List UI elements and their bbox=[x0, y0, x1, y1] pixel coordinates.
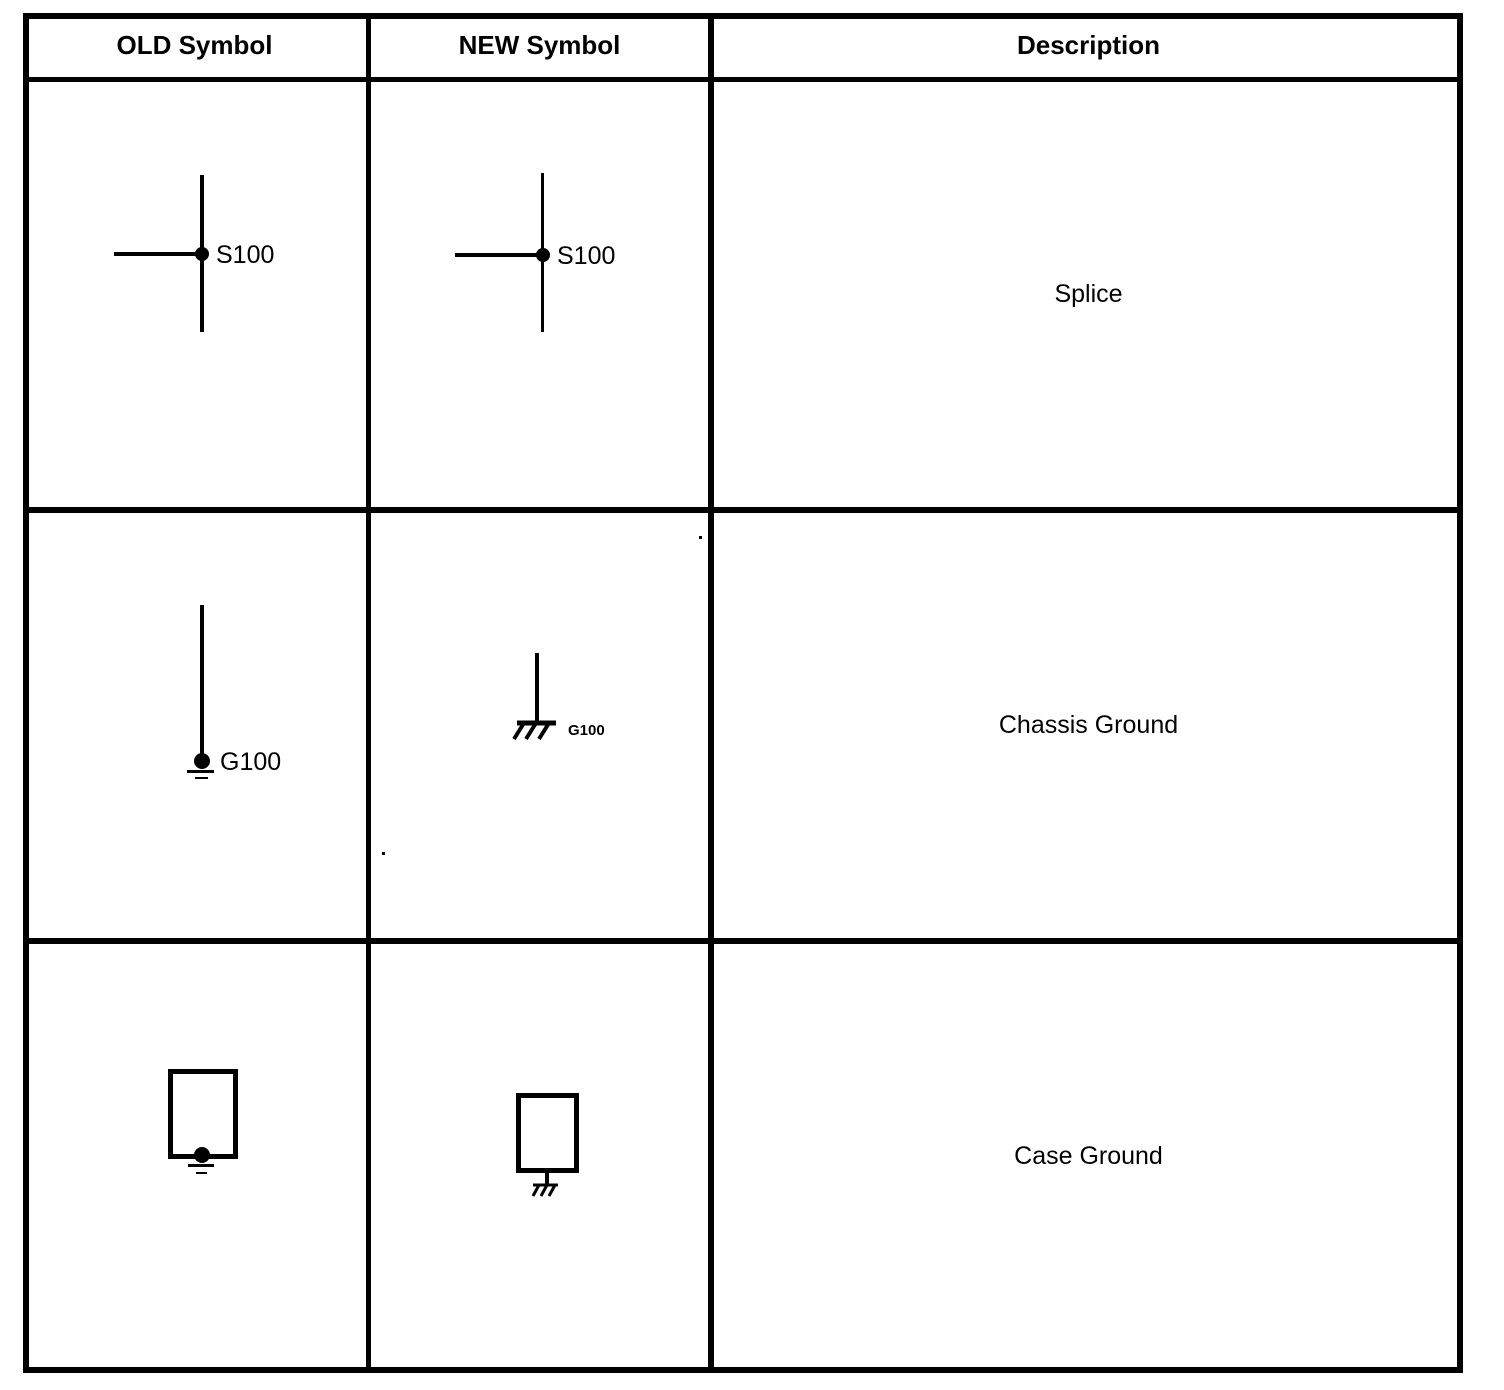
old-chassis-ground-bar-2 bbox=[195, 777, 208, 779]
new-splice-label: S100 bbox=[557, 242, 616, 270]
old-chassis-ground-wire bbox=[200, 605, 204, 757]
description-splice: Splice bbox=[1054, 280, 1123, 308]
row-divider-2 bbox=[23, 938, 1463, 944]
old-case-ground-bar-1 bbox=[188, 1164, 214, 1167]
old-case-ground-dot bbox=[194, 1147, 210, 1163]
old-chassis-ground-bar-1 bbox=[187, 770, 214, 773]
column-divider-1 bbox=[366, 13, 371, 1373]
description-case-ground: Case Ground bbox=[1014, 1141, 1163, 1170]
description-chassis-ground: Chassis Ground bbox=[998, 711, 1179, 739]
new-splice-horizontal-wire bbox=[455, 253, 543, 257]
header-description: Description bbox=[1016, 29, 1161, 60]
header-row-divider bbox=[23, 77, 1463, 82]
scan-artifact-dot bbox=[699, 536, 702, 539]
old-case-ground-bar-2 bbox=[196, 1172, 207, 1174]
scan-artifact-dot bbox=[382, 852, 385, 855]
new-chassis-ground-drawing bbox=[512, 653, 556, 741]
new-case-ground-hatch bbox=[531, 1183, 558, 1197]
old-case-ground-box bbox=[168, 1069, 238, 1159]
header-old-symbol: OLD Symbol bbox=[116, 29, 273, 60]
new-splice-junction-dot bbox=[536, 248, 550, 262]
old-splice-label: S100 bbox=[216, 241, 275, 269]
column-divider-2 bbox=[708, 13, 714, 1373]
new-case-ground-stub bbox=[545, 1173, 549, 1185]
old-chassis-ground-dot bbox=[194, 753, 210, 769]
old-splice-horizontal-wire bbox=[114, 252, 202, 256]
old-splice-junction-dot bbox=[195, 247, 209, 261]
header-new-symbol: NEW Symbol bbox=[458, 29, 621, 60]
new-case-ground-box bbox=[516, 1093, 579, 1173]
old-chassis-ground-label: G100 bbox=[220, 748, 282, 776]
row-divider-1 bbox=[23, 507, 1463, 513]
table-outer-border bbox=[23, 13, 1463, 1373]
new-chassis-ground-label: G100 bbox=[568, 722, 605, 739]
